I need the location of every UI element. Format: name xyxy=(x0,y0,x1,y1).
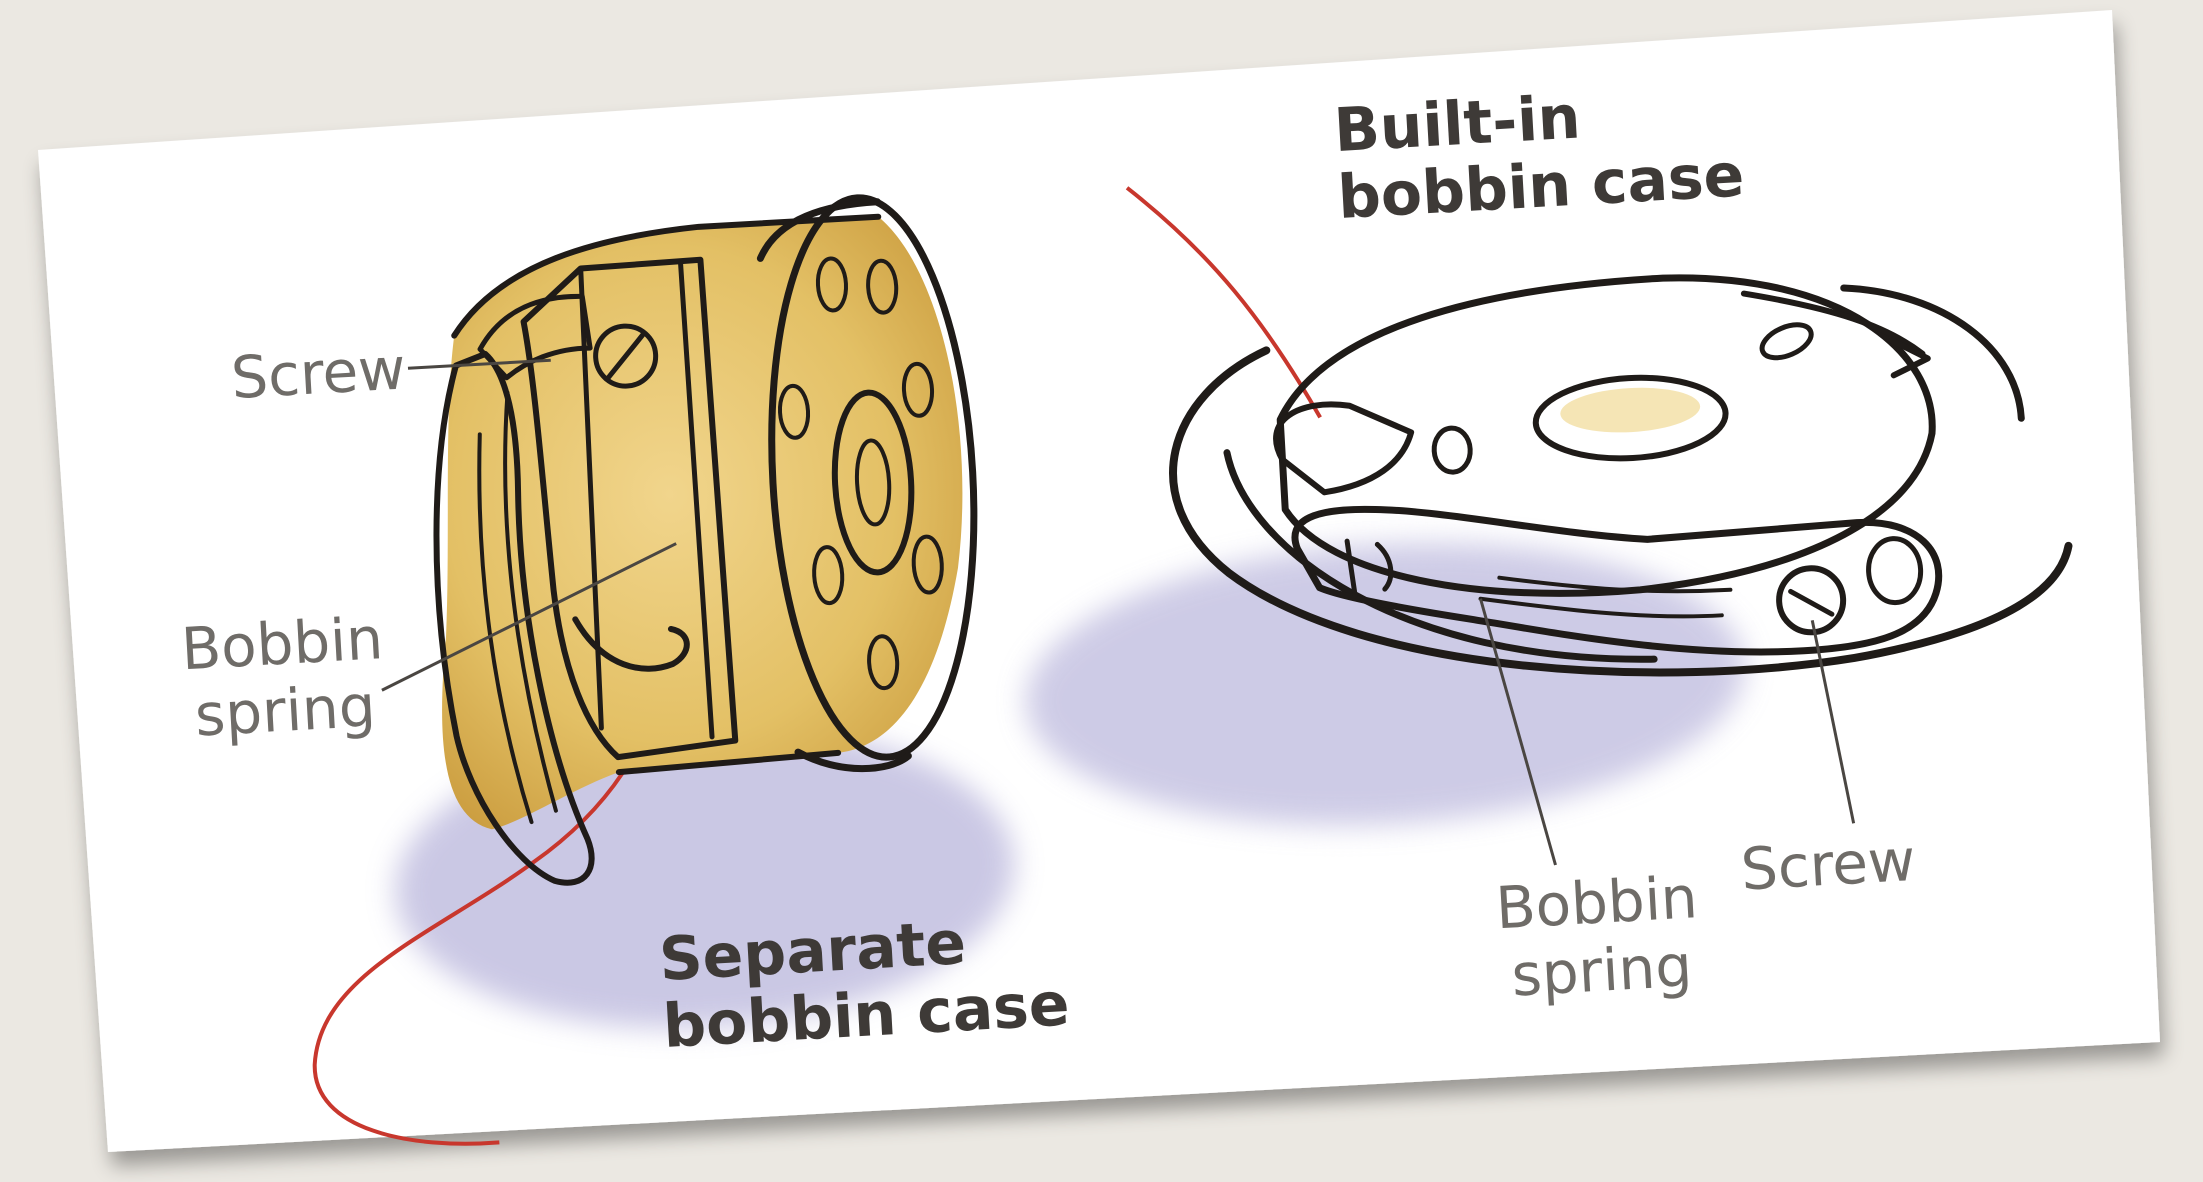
builtin-screw-label: Screw xyxy=(1739,826,1917,904)
builtin-spring-label-line2: spring xyxy=(1510,932,1694,1010)
builtin-spring-label-line1: Bobbin xyxy=(1494,863,1699,942)
separate-screw-label: Screw xyxy=(229,334,407,412)
photo-card xyxy=(38,10,2160,1152)
separate-spring-label-line1: Bobbin xyxy=(179,604,384,683)
separate-spring-label-line2: spring xyxy=(193,672,377,750)
